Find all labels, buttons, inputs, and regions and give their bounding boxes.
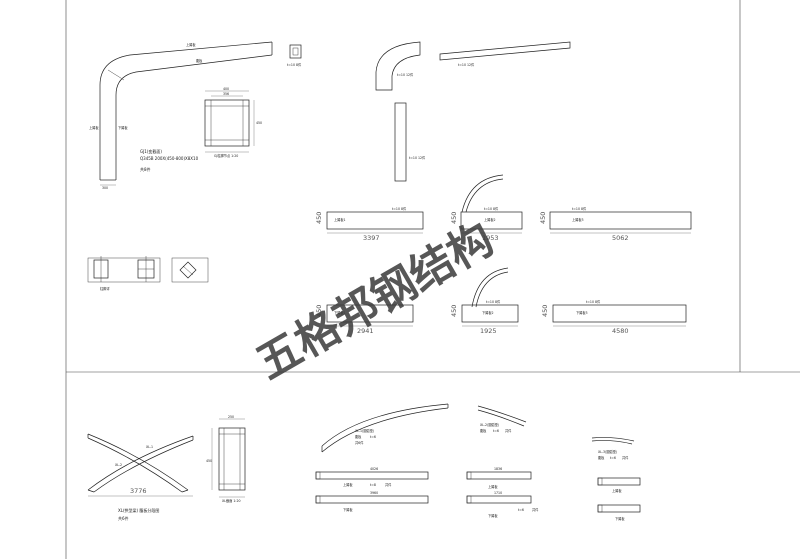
small-plate-detail: t=10 8件 xyxy=(287,44,302,67)
flange-upper-1: 上翼板1 t=10 8件 3397 450 xyxy=(315,206,424,242)
xl1-bottom: 下翼板 xyxy=(343,507,353,512)
xl2-web: 腹板 xyxy=(480,428,487,433)
column-foot-detail: 柱脚详 xyxy=(87,256,209,291)
flange-upper-2-spec: t=10 8件 xyxy=(484,206,499,211)
gj-title: GJ1(变截面) xyxy=(140,148,162,154)
gj-web-label2: 下翼板 xyxy=(118,125,128,130)
flange-lower-1-label: 下翼板1 xyxy=(334,310,346,315)
xl1-web: 腹板 xyxy=(355,434,362,439)
xl-part-1: XL-1(圆弧型) 腹板 t=6 共6件 4026 上翼板 t=8 共件 396… xyxy=(315,403,449,512)
flange5-arc xyxy=(471,267,509,308)
xl2-bottom: 下翼板 xyxy=(488,513,498,518)
flange-lower-2-length: 1925 xyxy=(480,327,497,335)
xl3-spec: t=6 xyxy=(610,456,616,460)
flange-upper-3-spec: t=10 8件 xyxy=(572,206,587,211)
gj-frame-drawing: 300 上翼板 腹板 上翼板 下翼板 GJ1(变截面) Q345B 200X(4… xyxy=(89,41,273,190)
xl2-spec: t=6 xyxy=(493,429,499,433)
xl-part-3: XL-3(圆弧型) 腹板 t=6 共件 上翼板 下翼板 xyxy=(591,437,641,521)
xl-caption2: 共6件 xyxy=(118,515,129,521)
column-section: 400 356 450 GJ柱脚节点 1:20 xyxy=(204,87,262,158)
xl-label-a: XL-1 xyxy=(146,445,153,449)
flange-lower-2: 下翼板2 t=10 8件 1925 450 xyxy=(450,299,519,335)
flange-upper-2: 上翼板2 t=10 8件 1953 450 xyxy=(450,206,523,242)
xl2-count: 共件 xyxy=(505,428,512,433)
xl1-arc-label: XL-1(圆弧型) xyxy=(355,428,374,433)
xl1-count: 共6件 xyxy=(355,440,364,445)
flange-upper-1-height: 450 xyxy=(315,212,323,224)
flange-upper-3: 上翼板3 t=10 8件 5062 450 xyxy=(539,206,692,242)
flange-upper-3-height: 450 xyxy=(539,212,547,224)
col-dim-top: 400 xyxy=(223,87,229,91)
gj-base-dim: 300 xyxy=(102,186,108,190)
flange-lower-1-length: 2941 xyxy=(357,327,374,335)
flange-upper-1-spec: t=10 8件 xyxy=(392,206,407,211)
xl2-top-len: 1836 xyxy=(494,467,502,471)
bent-plate-spec: t=10 12件 xyxy=(397,72,414,77)
flange-lower-3-spec: t=10 8件 xyxy=(586,299,601,304)
xl3-top: 上翼板 xyxy=(612,488,622,493)
xl1-flange-spec-top: t=8 xyxy=(370,483,376,487)
vertical-plate: t=10 12件 xyxy=(394,102,426,182)
straight-plate-spec: t=10 12件 xyxy=(458,62,475,67)
gj-web-label: 腹板 xyxy=(196,58,203,63)
flange-lower-1: 下翼板1 2941 450 xyxy=(315,305,414,335)
flange-lower-3-label: 下翼板3 xyxy=(576,310,588,315)
xl-part-2: XL-2(圆弧型) 腹板 t=6 共件 1836 上翼板 1710 下翼板 t=… xyxy=(466,405,539,518)
flange-lower-2-height: 450 xyxy=(450,305,458,317)
flange-upper-3-label: 上翼板3 xyxy=(572,217,584,222)
xl-arch-drawing: 3776 XL-1 XL-2 XL(拱型梁) 腹板分段图 共6件 xyxy=(87,433,194,521)
xl-section: 250 450 XL截面 1:20 xyxy=(206,415,246,503)
xl1-spec: t=6 xyxy=(370,435,376,439)
xl2-bot-len: 1710 xyxy=(494,491,502,495)
flange-upper-2-label: 上翼板2 xyxy=(484,217,496,222)
gj-count: 共8件 xyxy=(140,166,151,172)
flange-lower-1-height: 450 xyxy=(315,305,323,317)
xl-section-caption: XL截面 1:20 xyxy=(222,498,241,503)
flange-lower-3: 下翼板3 t=10 8件 4580 450 xyxy=(541,299,687,335)
xl3-bottom: 下翼板 xyxy=(615,516,625,521)
bent-plate: t=10 12件 xyxy=(375,41,421,91)
col-caption: GJ柱脚节点 1:20 xyxy=(214,153,238,158)
xl-overall-length: 3776 xyxy=(130,487,147,495)
small-plate-spec: t=10 8件 xyxy=(287,62,302,67)
gj-spec: Q345B 200X(450-800)X8X10 xyxy=(140,156,199,161)
xl3-count: 共件 xyxy=(622,455,629,460)
col-dim-right: 450 xyxy=(256,121,262,125)
xl2-flange-spec: t=6 xyxy=(518,508,524,512)
xl1-top-len: 4026 xyxy=(370,467,378,471)
column-foot-caption: 柱脚详 xyxy=(100,286,110,291)
xl2-arc-label: XL-2(圆弧型) xyxy=(480,422,499,427)
col-dim-inner: 356 xyxy=(223,92,229,96)
flange-upper-3-length: 5062 xyxy=(612,234,629,242)
xl-section-dim-side: 450 xyxy=(206,459,212,463)
flange-lower-2-label: 下翼板2 xyxy=(482,310,494,315)
xl1-bot-len: 3960 xyxy=(370,491,378,495)
flange-lower-3-length: 4580 xyxy=(612,327,629,335)
xl-label-b: XL-2 xyxy=(115,463,122,467)
gj-top-label: 上翼板 xyxy=(186,42,196,47)
flange-upper-1-length: 3397 xyxy=(363,234,380,242)
straight-plate: t=10 12件 xyxy=(439,41,571,67)
xl-caption1: XL(拱型梁) 腹板分段图 xyxy=(118,507,159,513)
xl-section-dim-top: 250 xyxy=(228,415,234,419)
flange-upper-2-length: 1953 xyxy=(482,234,499,242)
xl3-web: 腹板 xyxy=(598,455,605,460)
gj-side-label: 上翼板 xyxy=(89,125,99,130)
flange-lower-3-height: 450 xyxy=(541,305,549,317)
flange2-arc xyxy=(461,174,504,213)
xl3-arc-label: XL-3(圆弧型) xyxy=(598,449,617,454)
xl2-top: 上翼板 xyxy=(488,484,498,489)
flange-lower-2-spec: t=10 8件 xyxy=(486,299,501,304)
xl1-top: 上翼板 xyxy=(343,482,353,487)
xl2-flange-count: 共件 xyxy=(532,507,539,512)
flange-upper-2-height: 450 xyxy=(450,212,458,224)
xl1-flange-count-top: 共件 xyxy=(385,482,392,487)
vertical-plate-spec: t=10 12件 xyxy=(409,155,426,160)
flange-upper-1-label: 上翼板1 xyxy=(334,217,346,222)
